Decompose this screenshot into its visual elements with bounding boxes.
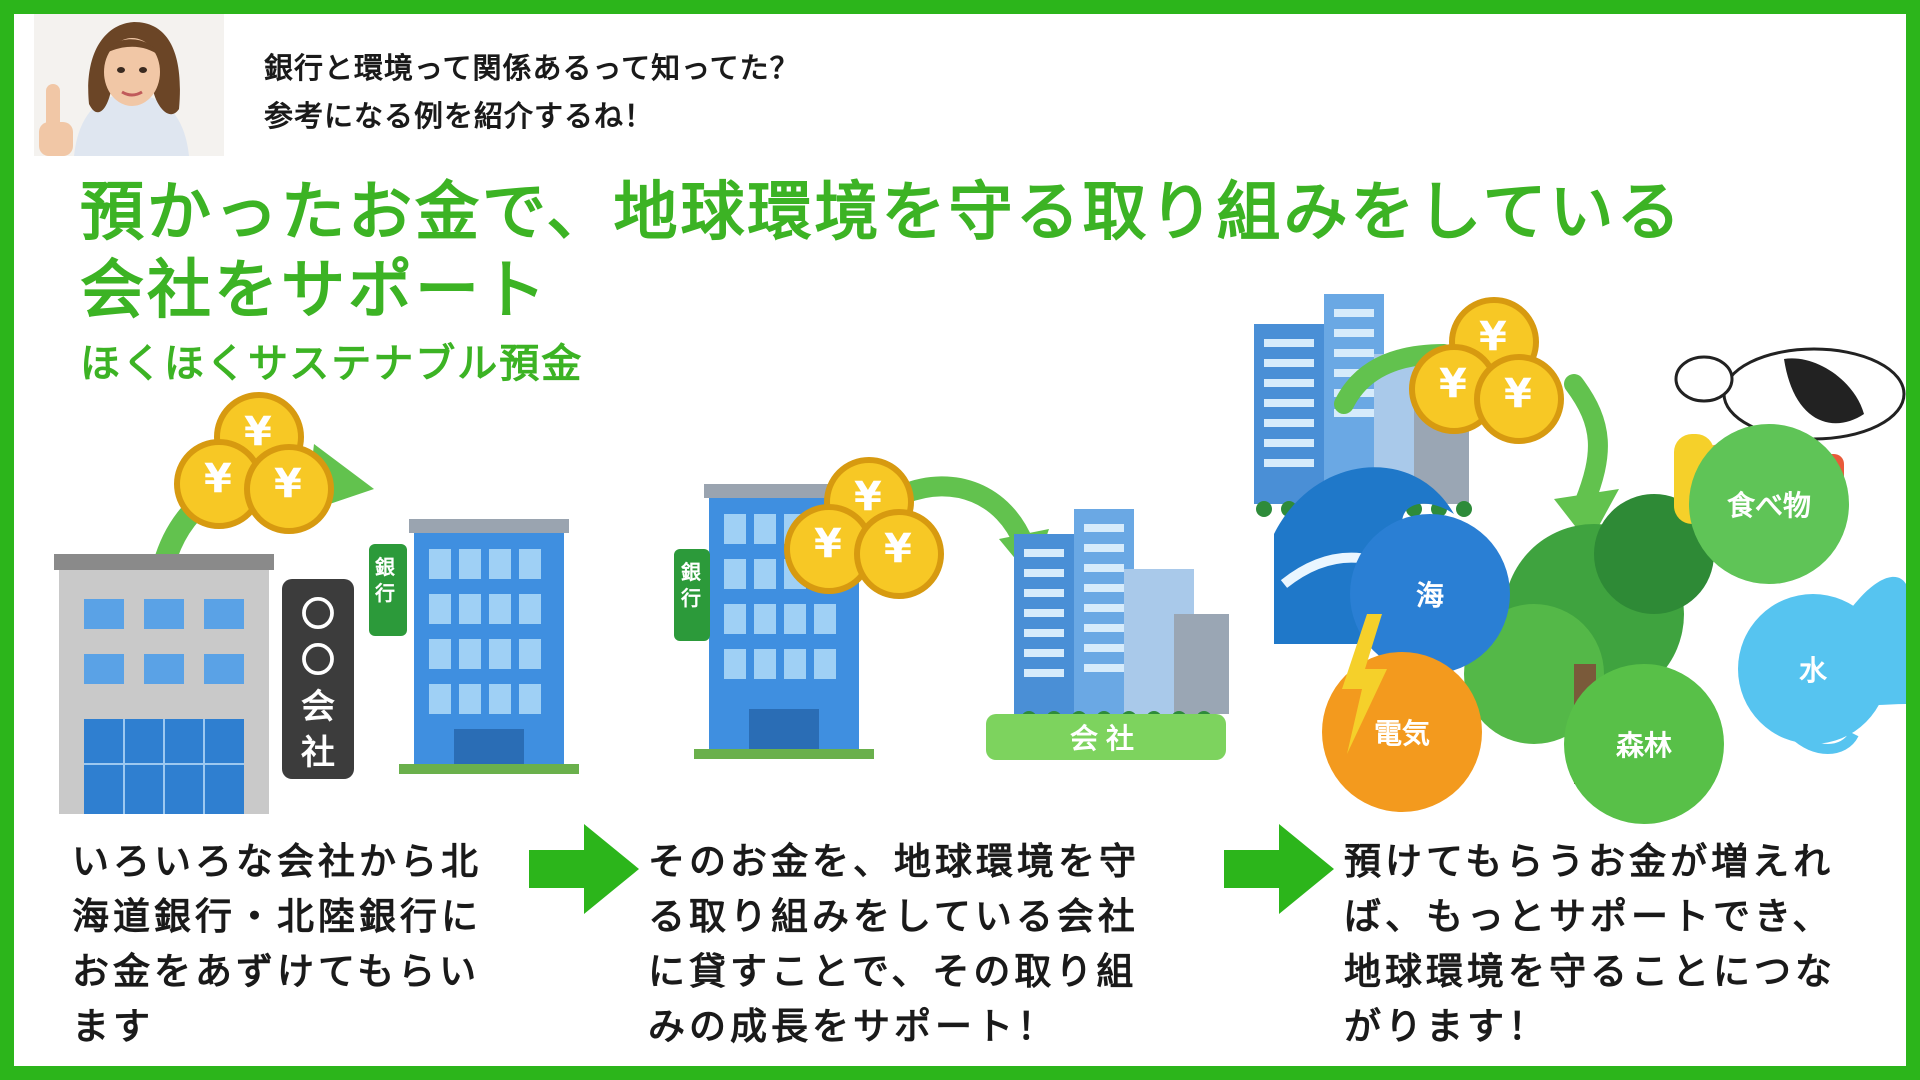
company-sign-char: 〇 — [301, 595, 335, 635]
right-arrow-icon — [529, 824, 639, 914]
slide: 銀行と環境って関係あるって知ってた？ 参考になる例を紹介するね！ 預かったお金で… — [14, 14, 1906, 1066]
panel3-text: 預けてもらうお金が増えれば、もっとサポートでき、地球環境を守ることにつながります… — [1344, 840, 1836, 1048]
yen-symbol: ¥ — [1439, 361, 1467, 407]
yen-symbol: ¥ — [244, 409, 272, 455]
intro-text: 銀行と環境って関係あるって知ってた？ 参考になる例を紹介するね！ — [264, 44, 800, 140]
bank-to-company-illustration — [674, 476, 1229, 759]
company-sign-char: 〇 — [301, 641, 335, 681]
headline-line-2: 会社をサポート — [80, 254, 549, 328]
water-circle: 水 — [1738, 594, 1888, 744]
panel1-text: いろいろな会社から北海道銀行・北陸銀行にお金をあずけてもらいます — [72, 840, 482, 1048]
yen-symbol: ¥ — [1479, 314, 1507, 360]
lightning-icon — [1342, 614, 1387, 754]
coins-panel2: ¥ ¥ ¥ — [784, 454, 964, 604]
yen-symbol: ¥ — [884, 526, 912, 572]
yen-symbol: ¥ — [1504, 371, 1532, 417]
company-label: 会社 — [986, 714, 1226, 760]
company-sign: 〇 〇 会 社 — [282, 592, 354, 776]
bank-sign: 銀行 — [375, 555, 395, 605]
headline: 預かったお金で、地球環境を守る取り組みをしている 会社をサポート — [80, 174, 1840, 330]
yen-symbol: ¥ — [274, 461, 302, 507]
company-sign-char: 会 — [301, 687, 335, 727]
headline-line-1: 預かったお金で、地球環境を守る取り組みをしている — [80, 176, 1684, 250]
panel2-illustration — [654, 454, 1234, 774]
presenter-avatar — [34, 14, 224, 156]
panel2-text: そのお金を、地球環境を守る取り組みをしている会社に貸すことで、その取り組みの成長… — [648, 840, 1140, 1048]
food-circle: 食べ物 — [1689, 424, 1849, 584]
forest-circle: 森林 — [1564, 664, 1724, 824]
yen-symbol: ¥ — [814, 521, 842, 567]
company-sign-char: 社 — [301, 733, 335, 773]
bank-sign: 銀行 — [681, 560, 701, 610]
coins-panel1: ¥ ¥ ¥ — [174, 389, 354, 539]
sea-circle: 海 — [1350, 514, 1510, 674]
intro-line-1: 銀行と環境って関係あるって知ってた？ — [264, 51, 800, 85]
coins-panel3: ¥ ¥ ¥ — [1399, 294, 1579, 444]
yen-symbol: ¥ — [854, 474, 882, 520]
yen-symbol: ¥ — [204, 456, 232, 502]
intro-line-2: 参考になる例を紹介するね！ — [264, 99, 655, 133]
subtitle: ほくほくサステナブル預金 — [80, 341, 584, 387]
right-arrow-icon — [1224, 824, 1334, 914]
